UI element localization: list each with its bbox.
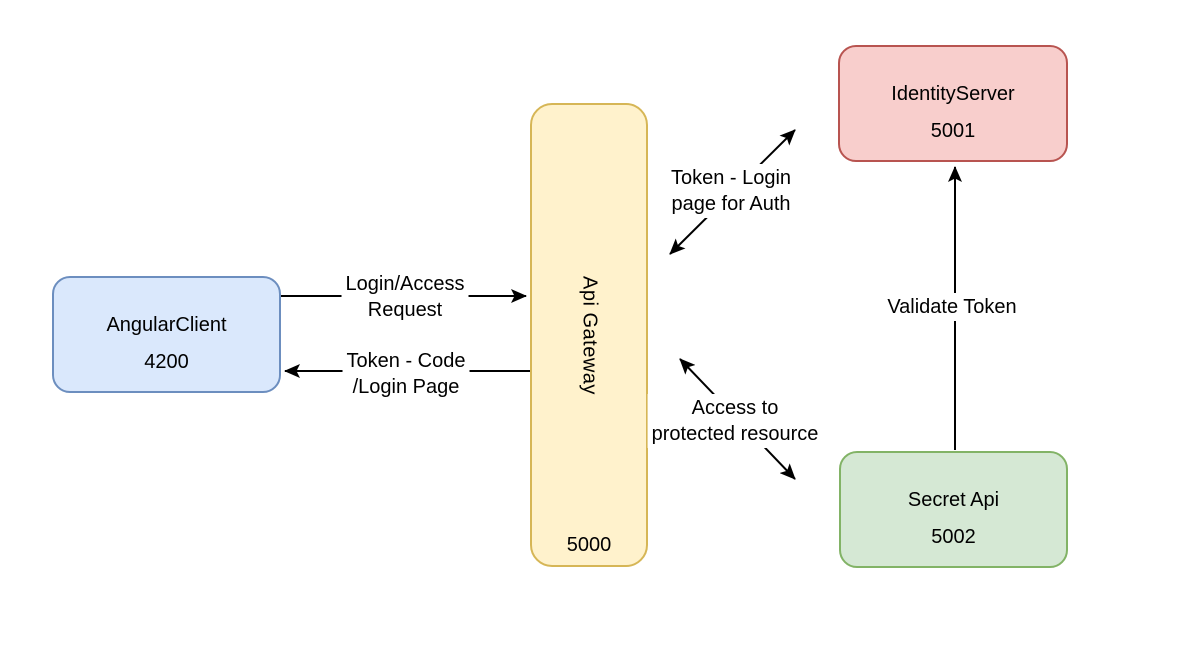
edge-label-line: Token - Login (670, 167, 792, 189)
edge-label-line: /Login Page (352, 376, 460, 398)
edge-label-access-to-protected-resource: Access to protected resource (647, 394, 823, 448)
edge-label-line: Login/Access (345, 273, 465, 295)
angular-client-port: 4200 (144, 350, 189, 373)
secret-api-port: 5002 (931, 525, 976, 548)
edge-label-line: Token - Code (346, 350, 466, 372)
identity-server-port: 5001 (930, 119, 976, 142)
edge-label-login-access-request: Login/Access Request (341, 270, 469, 324)
node-api-gateway: Api Gateway 5000 (530, 103, 648, 567)
api-gateway-port: 5000 (566, 534, 612, 556)
edge-label-line: Request (367, 299, 443, 321)
node-secret-api: Secret Api 5002 (839, 451, 1068, 568)
edge-label-line: page for Auth (671, 193, 791, 215)
edge-label-validate-token: Validate Token (883, 293, 1021, 321)
node-angular-client: AngularClient 4200 (52, 276, 281, 393)
edge-label-token-code-login-page: Token - Code /Login Page (342, 347, 470, 401)
edge-label-line: Validate Token (887, 296, 1017, 318)
api-gateway-label: Api Gateway (578, 275, 601, 395)
node-identity-server: IdentityServer 5001 (838, 45, 1068, 162)
edge-label-line: protected resource (651, 423, 819, 445)
identity-server-label: IdentityServer (891, 82, 1015, 105)
angular-client-label: AngularClient (106, 313, 227, 336)
edge-label-line: Access to (691, 397, 779, 419)
edge-label-token-login-page-for-auth: Token - Login page for Auth (666, 164, 796, 218)
secret-api-label: Secret Api (907, 488, 1000, 511)
